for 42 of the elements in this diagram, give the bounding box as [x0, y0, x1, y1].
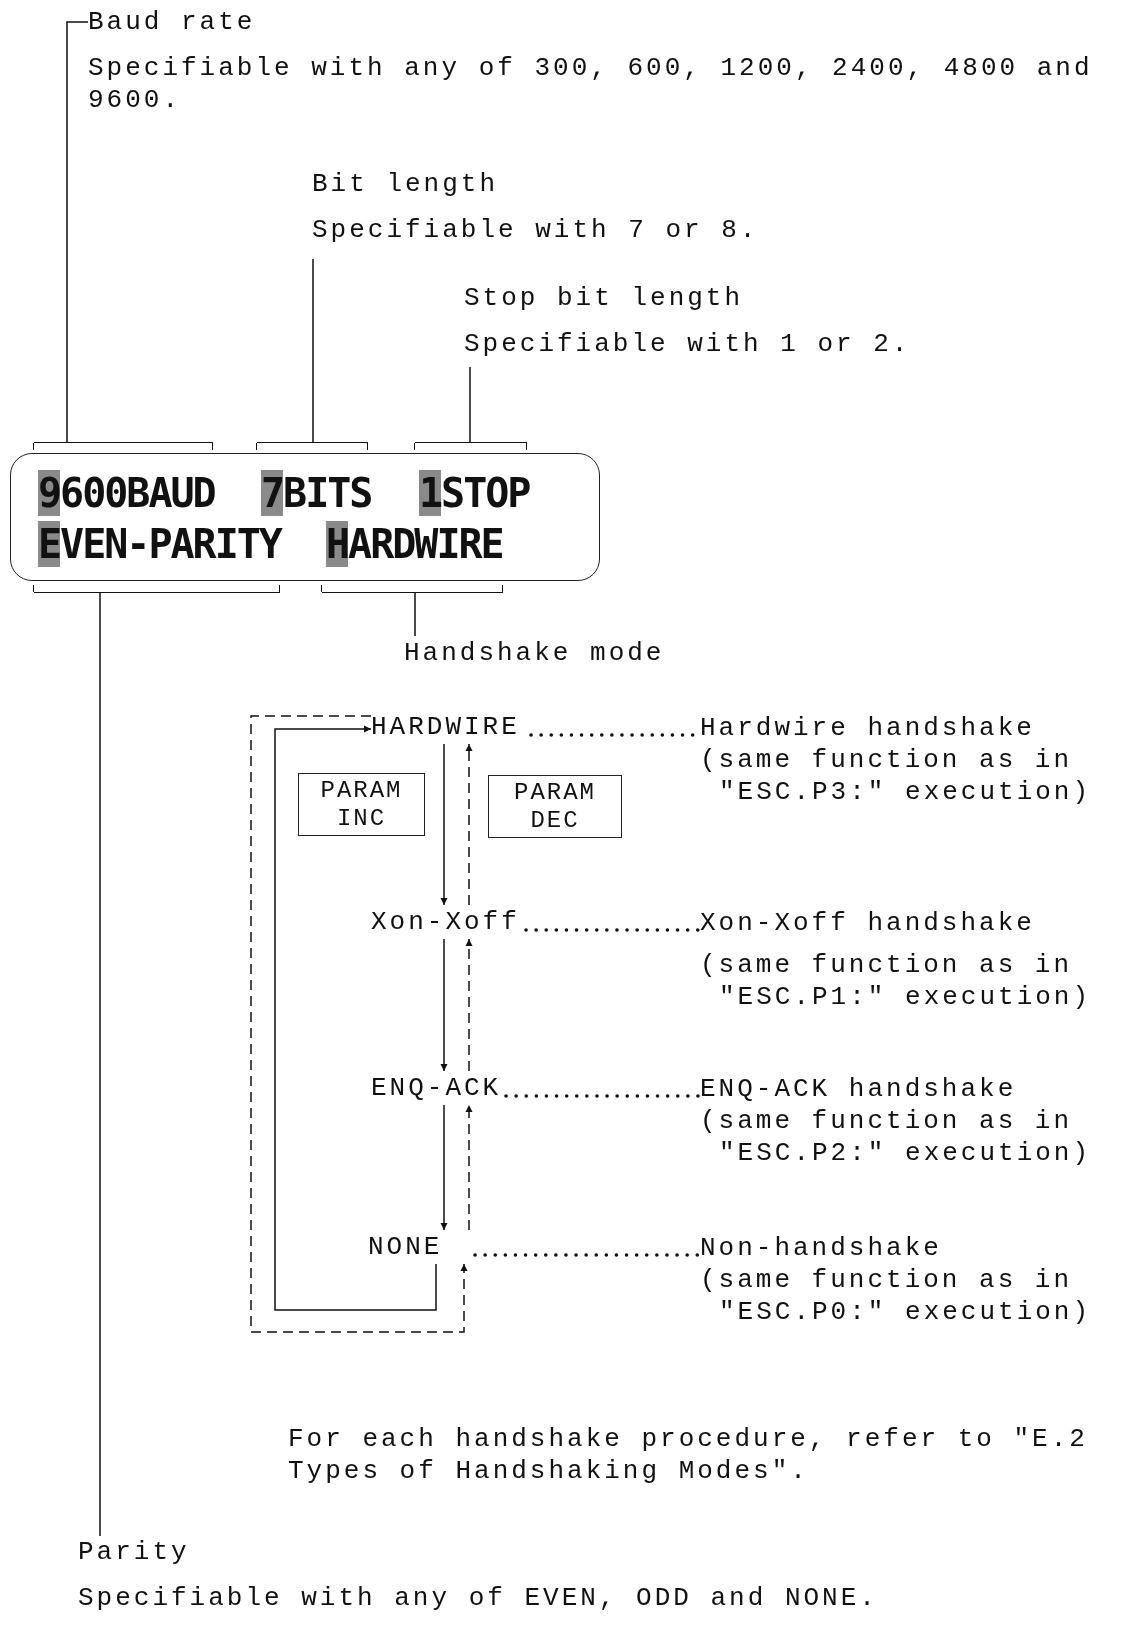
callout-text: Specifiable with 7 or 8.	[312, 214, 760, 246]
mode-note: (same function as in "ESC.P3:" execution)	[700, 744, 1093, 808]
callout-heading: Handshake mode	[404, 636, 724, 670]
callout-text: Specifiable with 1 or 2.	[464, 328, 912, 360]
leader-line	[99, 592, 101, 1537]
dashed-arrow	[465, 938, 473, 1072]
callout-heading: Baud rate	[88, 6, 257, 38]
mode-description: ENQ-ACK handshake	[700, 1073, 1018, 1105]
leader-line	[414, 592, 416, 637]
leader-line	[66, 21, 89, 443]
leader-line	[469, 366, 471, 443]
mode-label: Xon-Xoff	[371, 905, 526, 939]
mode-description: Hardwire handshake	[700, 712, 1036, 744]
note: For each handshake procedure, refer to "E.2 Types of Handshaking Modes".	[288, 1423, 1089, 1487]
dot-leader	[524, 928, 702, 932]
mode-note: (same function as in "ESC.P2:" execution)	[700, 1105, 1093, 1169]
callout-text: Specifiable with any of 300, 600, 1200, 2400, 4800 and 9600.	[88, 52, 1094, 116]
dot-leader	[473, 1253, 702, 1257]
arrow	[440, 938, 448, 1072]
dashed-arrow	[465, 743, 473, 906]
mode-label: HARDWIRE	[371, 710, 531, 744]
dashed-arrow	[250, 715, 468, 1333]
callout-heading: Parity	[78, 1536, 191, 1568]
arrow	[440, 743, 448, 906]
mode-note: (same function as in "ESC.P1:" execution)	[700, 949, 1093, 1013]
lcd-text: EVEN-PARITY	[34, 520, 280, 593]
leader-line	[312, 258, 314, 443]
key-label: PARAM INC	[298, 773, 425, 836]
lcd-text: 9600BAUD	[34, 442, 213, 518]
key-label: PARAM DEC	[488, 775, 622, 838]
mode-description: Xon-Xoff handshake	[700, 907, 1036, 939]
mode-label: ENQ-ACK	[371, 1071, 506, 1105]
mode-note: (same function as in "ESC.P0:" execution)	[700, 1264, 1093, 1328]
mode-label: NONE	[368, 1230, 475, 1264]
callout-heading: Stop bit length	[464, 282, 745, 314]
callout-heading: Bit length	[312, 168, 500, 200]
callout-text: Specifiable with any of EVEN, ODD and NONE.	[78, 1582, 879, 1614]
dot-leader	[504, 1094, 702, 1098]
dashed-arrow	[465, 1104, 473, 1231]
arrow	[274, 725, 437, 1311]
mode-description: Non-handshake	[700, 1232, 943, 1264]
arrow	[440, 1104, 448, 1231]
